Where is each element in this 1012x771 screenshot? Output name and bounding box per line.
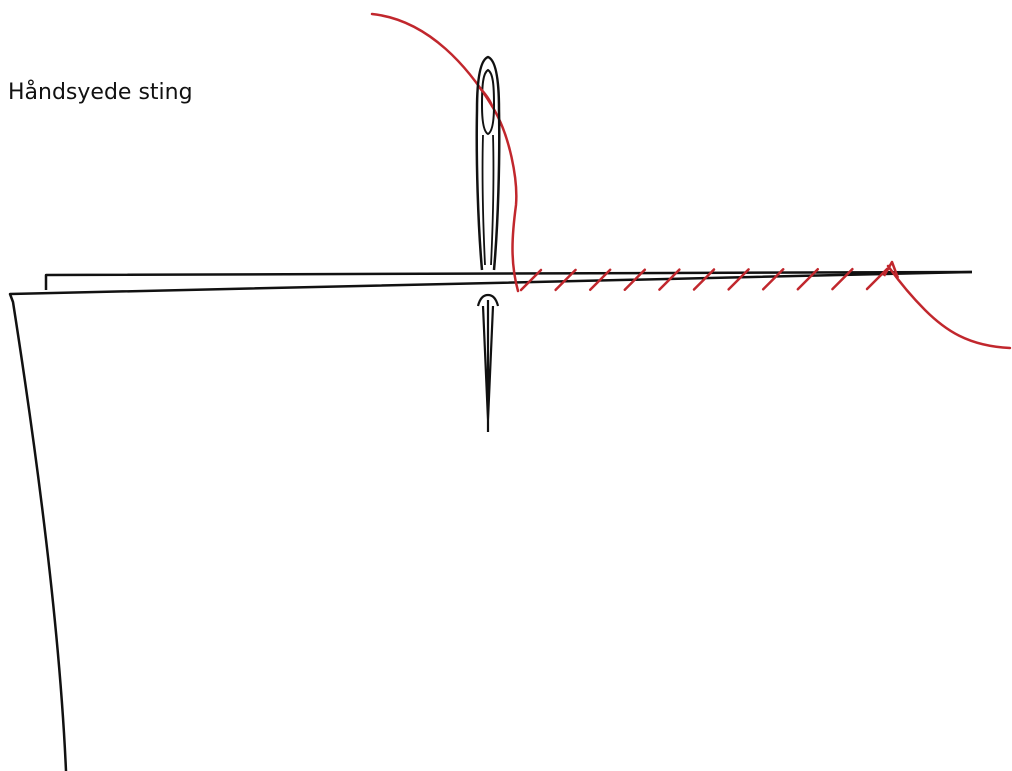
stitch-mark [519,268,543,292]
stitch-mark [623,268,647,291]
stitch-row [519,267,889,292]
fabric-layer-front [8,270,973,771]
arrow-head [882,260,900,279]
needle-upper-outer [475,55,501,271]
stitch-mark [588,268,612,292]
stitch-mark [796,267,820,291]
thread-tail [886,264,1012,350]
needle-lower [476,293,500,432]
stitch-mark [865,267,889,291]
thread-through-eye [478,86,494,108]
stitch-mark [658,268,681,291]
needle-eye [480,68,496,136]
stitch-mark [831,267,854,291]
stitch-mark [761,268,785,291]
needle-upper-inner [481,134,495,266]
stitch-mark [692,268,716,291]
diagram-title: Håndsyede sting [8,80,193,105]
thread-upper [370,12,520,293]
stitch-mark [554,268,577,292]
needle [475,55,501,432]
fabric-layer-back [44,270,973,290]
stitch-mark [727,268,750,291]
